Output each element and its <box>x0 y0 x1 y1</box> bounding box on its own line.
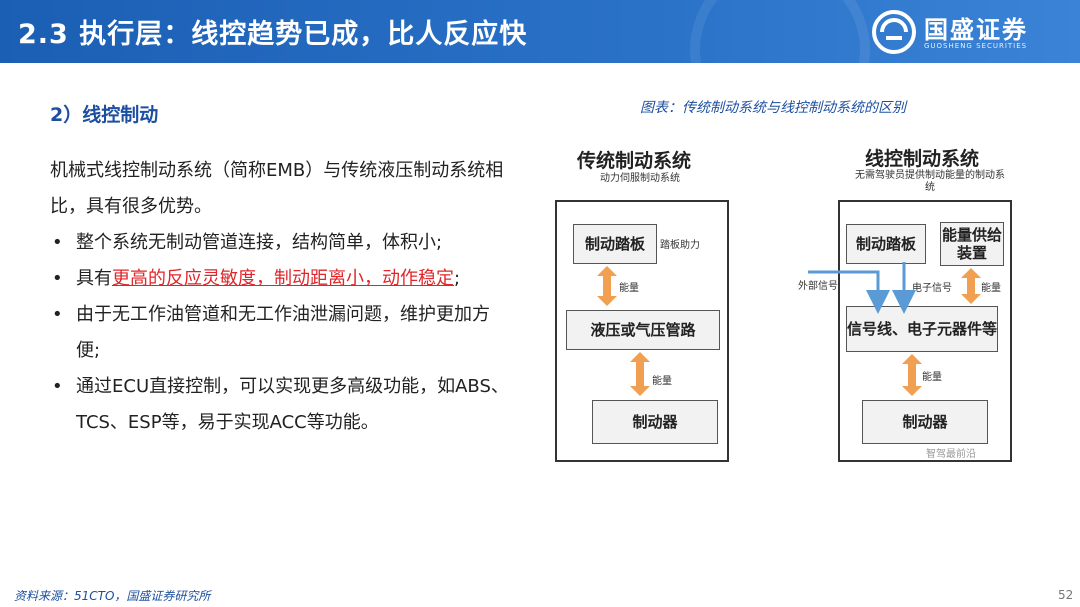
external-signal-arrow <box>808 270 890 314</box>
traditional-energy-label-1: 能量 <box>619 283 639 294</box>
signal-components-box: 信号线、电子元器件等 <box>846 306 998 352</box>
wire-energy-arrow-1 <box>961 268 981 304</box>
brand-logo: 国盛证券 GUOSHENG SECURITIES <box>872 8 1072 56</box>
page-number: 52 <box>1058 588 1074 602</box>
traditional-energy-arrow-2 <box>630 352 650 396</box>
list-item: 整个系统无制动管道连接，结构简单，体积小; <box>50 225 510 261</box>
wire-energy-label-1: 能量 <box>981 283 1001 294</box>
logo-subtitle: GUOSHENG SECURITIES <box>924 42 1028 50</box>
traditional-energy-label-2: 能量 <box>652 376 672 387</box>
traditional-pipe-box: 液压或气压管路 <box>566 310 720 350</box>
electric-signal-label: 电子信号 <box>912 283 952 294</box>
external-signal-label: 外部信号 <box>798 281 838 292</box>
wire-diagram-title: 线控制动系统 <box>865 148 980 170</box>
intro-paragraph: 机械式线控制动系统（简称EMB）与传统液压制动系统相比，具有很多优势。 <box>50 160 504 217</box>
logo-name: 国盛证券 <box>924 16 1028 44</box>
list-item: 具有更高的反应灵敏度，制动距离小，动作稳定; <box>50 261 510 297</box>
energy-supply-box: 能量供给装置 <box>940 222 1004 266</box>
bullet-prefix: 具有 <box>76 268 112 289</box>
wire-energy-arrow-2 <box>902 354 922 396</box>
list-item: 由于无工作油管道和无工作油泄漏问题，维护更加方便; <box>50 297 510 369</box>
header-decoration <box>690 0 870 63</box>
logo-mark-icon <box>872 10 916 54</box>
page-title: 2.3 执行层：线控趋势已成，比人反应快 <box>18 19 528 50</box>
body-text: 机械式线控制动系统（简称EMB）与传统液压制动系统相比，具有很多优势。 整个系统… <box>50 153 510 441</box>
list-item: 通过ECU直接控制，可以实现更多高级功能，如ABS、TCS、ESP等，易于实现A… <box>50 369 510 441</box>
section-title: 2）线控制动 <box>50 104 159 126</box>
wire-energy-label-2: 能量 <box>922 372 942 383</box>
pedal-assist-label: 踏板助力 <box>660 240 700 251</box>
traditional-pedal-box: 制动踏板 <box>573 224 657 264</box>
traditional-diagram-title: 传统制动系统 <box>577 150 692 172</box>
advantage-list: 整个系统无制动管道连接，结构简单，体积小; 具有更高的反应灵敏度，制动距离小，动… <box>50 225 510 441</box>
traditional-diagram-subtitle: 动力伺服制动系统 <box>600 173 680 184</box>
header-bar: 2.3 执行层：线控趋势已成，比人反应快 国盛证券 GUOSHENG SECUR… <box>0 0 1080 63</box>
traditional-actuator-box: 制动器 <box>592 400 718 444</box>
source-note: 资料来源：51CTO，国盛证券研究所 <box>14 589 211 603</box>
wire-pedal-box: 制动踏板 <box>846 224 926 264</box>
wire-diagram-subtitle: 无需驾驶员提供制动能量的制动系统 <box>855 170 1005 193</box>
watermark-label: 智驾最前沿 <box>926 449 976 460</box>
figure-caption: 图表：传统制动系统与线控制动系统的区别 <box>640 100 906 116</box>
traditional-energy-arrow-1 <box>597 266 617 306</box>
wire-actuator-box: 制动器 <box>862 400 988 444</box>
highlight-text: 更高的反应灵敏度，制动距离小，动作稳定 <box>112 268 454 289</box>
bullet-suffix: ; <box>454 268 461 289</box>
